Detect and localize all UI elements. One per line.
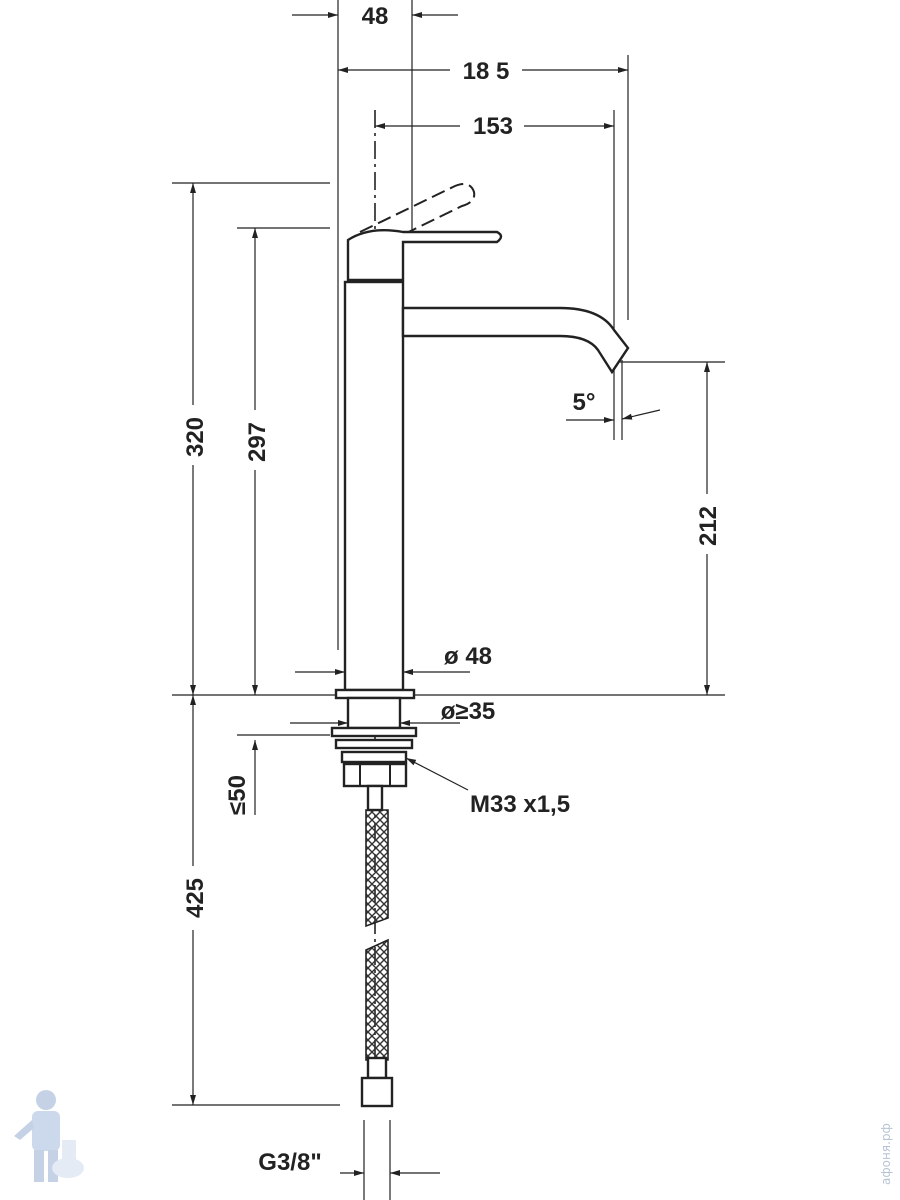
dim-handle-offset: 48 [292,3,458,30]
dim-label-spout-height: 212 [695,506,722,546]
plumber-mascot-logo [14,1090,84,1182]
dim-spout-height: 212 [694,362,722,695]
dim-deck-thickness: ≤50 [224,740,258,815]
dim-label-overall-reach: 18 5 [463,58,510,85]
dim-label-handle-offset: 48 [362,3,389,30]
dim-thread: M33 x1,5 [405,757,570,818]
dim-handle-height: 297 [242,228,271,695]
watermark-site-text: афоня.рф [879,1123,893,1185]
dim-spout-reach: 153 [375,110,614,140]
dim-label-thread: M33 x1,5 [470,791,570,818]
dim-label-spout-angle: 5° [573,389,596,416]
dim-label-spout-reach: 153 [473,113,513,140]
dim-total-height: 320 [180,183,209,695]
dim-body-diameter: ø 48 [295,643,492,675]
dim-label-connection: G3/8" [258,1149,321,1176]
dim-spout-angle: 5° [566,360,661,440]
dim-label-total-height: 320 [182,417,209,457]
dim-label-hole-diameter: ø≥35 [441,698,496,725]
dim-label-deck-thickness: ≤50 [224,775,251,815]
dim-label-handle-height: 297 [244,422,271,462]
dim-label-hose-length: 425 [182,878,209,918]
dim-hole-diameter: ø≥35 [290,698,496,726]
dim-overall-reach: 18 5 [338,55,628,85]
dim-connection: G3/8" [258,1149,440,1176]
faucet-body [330,110,630,1108]
dim-label-body-diameter: ø 48 [444,643,492,670]
dim-hose-length: 425 [180,695,209,1105]
